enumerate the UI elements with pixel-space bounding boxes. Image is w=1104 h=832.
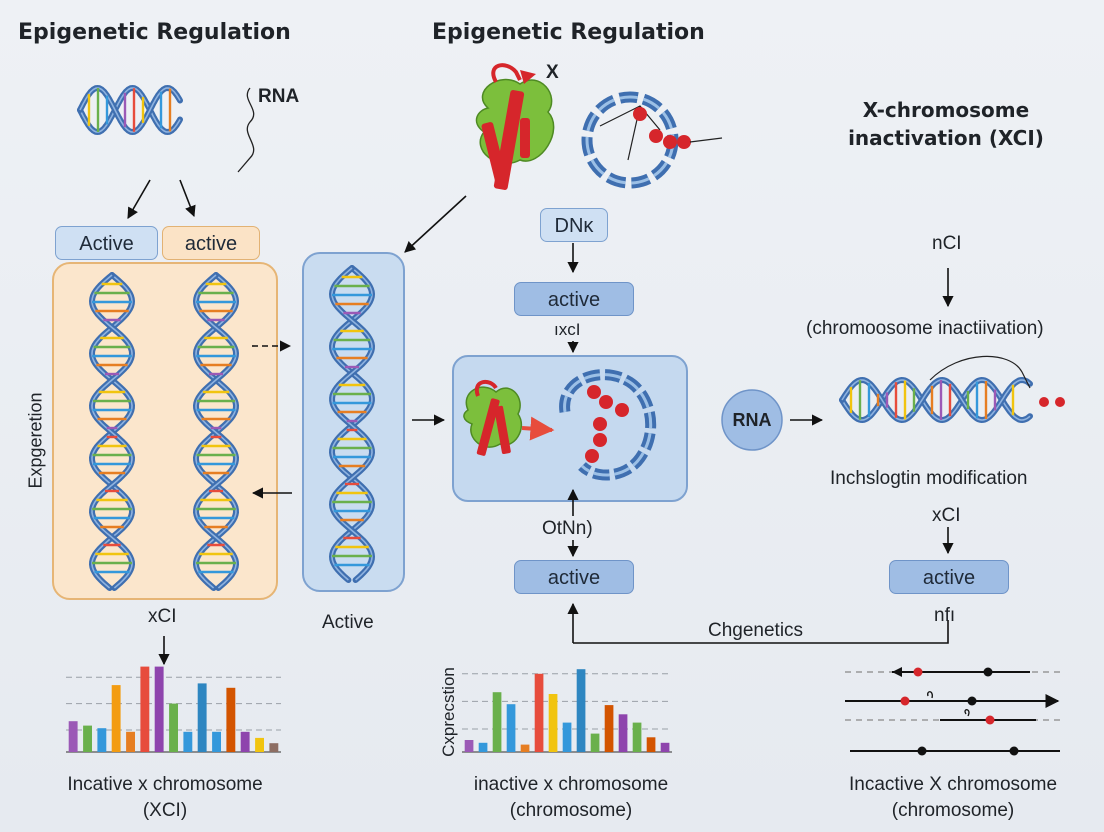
arrow-rna-to-active [127, 179, 151, 219]
arrow-protein-to-middle [404, 195, 467, 253]
caption-bottom-left: Incative x chromosome (XCI) [40, 772, 290, 824]
complex-red-arrow [521, 416, 555, 441]
label-modification: Inchslogtin modification [830, 468, 1028, 489]
bar-chart-center [462, 669, 672, 753]
chart-bar [548, 694, 558, 752]
label-otnn: OtNn) [542, 518, 593, 539]
chart-bar [632, 722, 642, 752]
flow-arrows [127, 179, 954, 666]
chromatin-ring-icon [581, 91, 723, 189]
chart-bar [111, 685, 121, 752]
tag-active-center-2: active [514, 560, 634, 594]
label-rna-top: RNA [258, 86, 300, 107]
chart-bar [212, 731, 221, 752]
top-rna-helix [77, 84, 183, 136]
center-chromatin-icon [559, 369, 657, 481]
chart-bar [140, 666, 150, 752]
chart-bar [478, 742, 488, 752]
label-chgenetics: Chgenetics [708, 620, 804, 641]
chart-bar [126, 731, 135, 752]
helix-right [839, 376, 1033, 424]
right-helix-mark [1055, 397, 1065, 407]
bar-chart-left [66, 666, 281, 753]
chart-bar [269, 743, 279, 752]
title-right-line2: inactivation (XCI) [848, 126, 1044, 150]
chart-bar [240, 731, 250, 752]
helix-left-2 [192, 272, 240, 591]
rna-circle [721, 389, 783, 451]
chart-bar [506, 704, 516, 752]
chart-bar [520, 744, 530, 752]
caption-bottom-right-2: (chromosome) [891, 800, 1015, 821]
tag-active-center-1: active [514, 282, 634, 316]
right-helix-mark [1039, 397, 1049, 407]
label-rna-circle: RNA [732, 410, 772, 430]
dna-helices [77, 84, 1033, 591]
chart-bar [154, 666, 164, 752]
chart-bar [464, 740, 474, 752]
label-nci: nCI [932, 233, 962, 254]
rna-strand-icon [237, 87, 255, 173]
chart-bar [97, 728, 107, 752]
chart-bar [226, 687, 236, 752]
helix-middle [328, 265, 376, 583]
protein-complex-icon [475, 63, 555, 190]
label-x-top: X [546, 62, 559, 83]
caption-bottom-center-1: inactive x chromosome [473, 774, 669, 795]
label-xci-left: xCI [148, 606, 177, 627]
chart-bar [183, 731, 193, 752]
caption-bottom-center: inactive x chromosome (chromosome) [446, 772, 696, 824]
chart-bar [83, 725, 92, 752]
chromosome-tracks [845, 667, 1060, 756]
chart-bar [590, 733, 600, 752]
chart-bar [618, 714, 628, 752]
chart-bar [576, 669, 586, 752]
tag-dna: DNκ [540, 208, 608, 242]
tag-active-2: active [162, 226, 260, 260]
chart-bar [255, 737, 264, 752]
chart-bar [604, 705, 614, 752]
title-left: Epigenetic Regulation [18, 20, 291, 45]
chart-bar [169, 703, 178, 752]
chart-bar [646, 737, 656, 752]
helix-left-1 [88, 272, 136, 591]
right-helix-strand [929, 355, 1031, 389]
title-right-line1: X-chromosome [862, 98, 1030, 122]
label-xci-center: ıxcI [554, 320, 581, 339]
label-active-middle: Active [322, 612, 374, 633]
chart-bar [68, 721, 78, 752]
title-right: X-chromosome inactivation (XCI) [836, 96, 1056, 152]
caption-bottom-right: Incactive X chromosome (chromosome) [828, 772, 1078, 824]
chart-bar [660, 742, 670, 752]
chart-bar [197, 683, 207, 752]
caption-bottom-center-2: (chromosome) [509, 800, 633, 821]
tag-active-right: active [889, 560, 1009, 594]
arrow-chgenetics-loop [573, 620, 949, 644]
chart-bar [534, 673, 544, 752]
label-xci-right: xCI [932, 505, 961, 526]
title-center: Epigenetic Regulation [432, 20, 705, 45]
left-expression-panel [52, 262, 278, 600]
tag-active-1: Active [55, 226, 158, 260]
label-cxprecstion: Cxprecstion [439, 667, 458, 757]
arrow-rna-to-active2 [179, 179, 196, 218]
caption-bottom-left-2: (XCI) [142, 800, 188, 821]
chart-bar [492, 692, 502, 752]
caption-bottom-right-1: Incactive X chromosome [848, 774, 1058, 795]
chart-bar [562, 722, 572, 752]
label-nfi: nfı [934, 605, 956, 626]
label-chromosome-inactivation: (chromoosome inactiivation) [806, 318, 1044, 339]
label-expression-side: Expgeretion [25, 392, 46, 489]
center-protein-icon [463, 379, 523, 456]
caption-bottom-left-1: Incative x chromosome [67, 774, 263, 795]
